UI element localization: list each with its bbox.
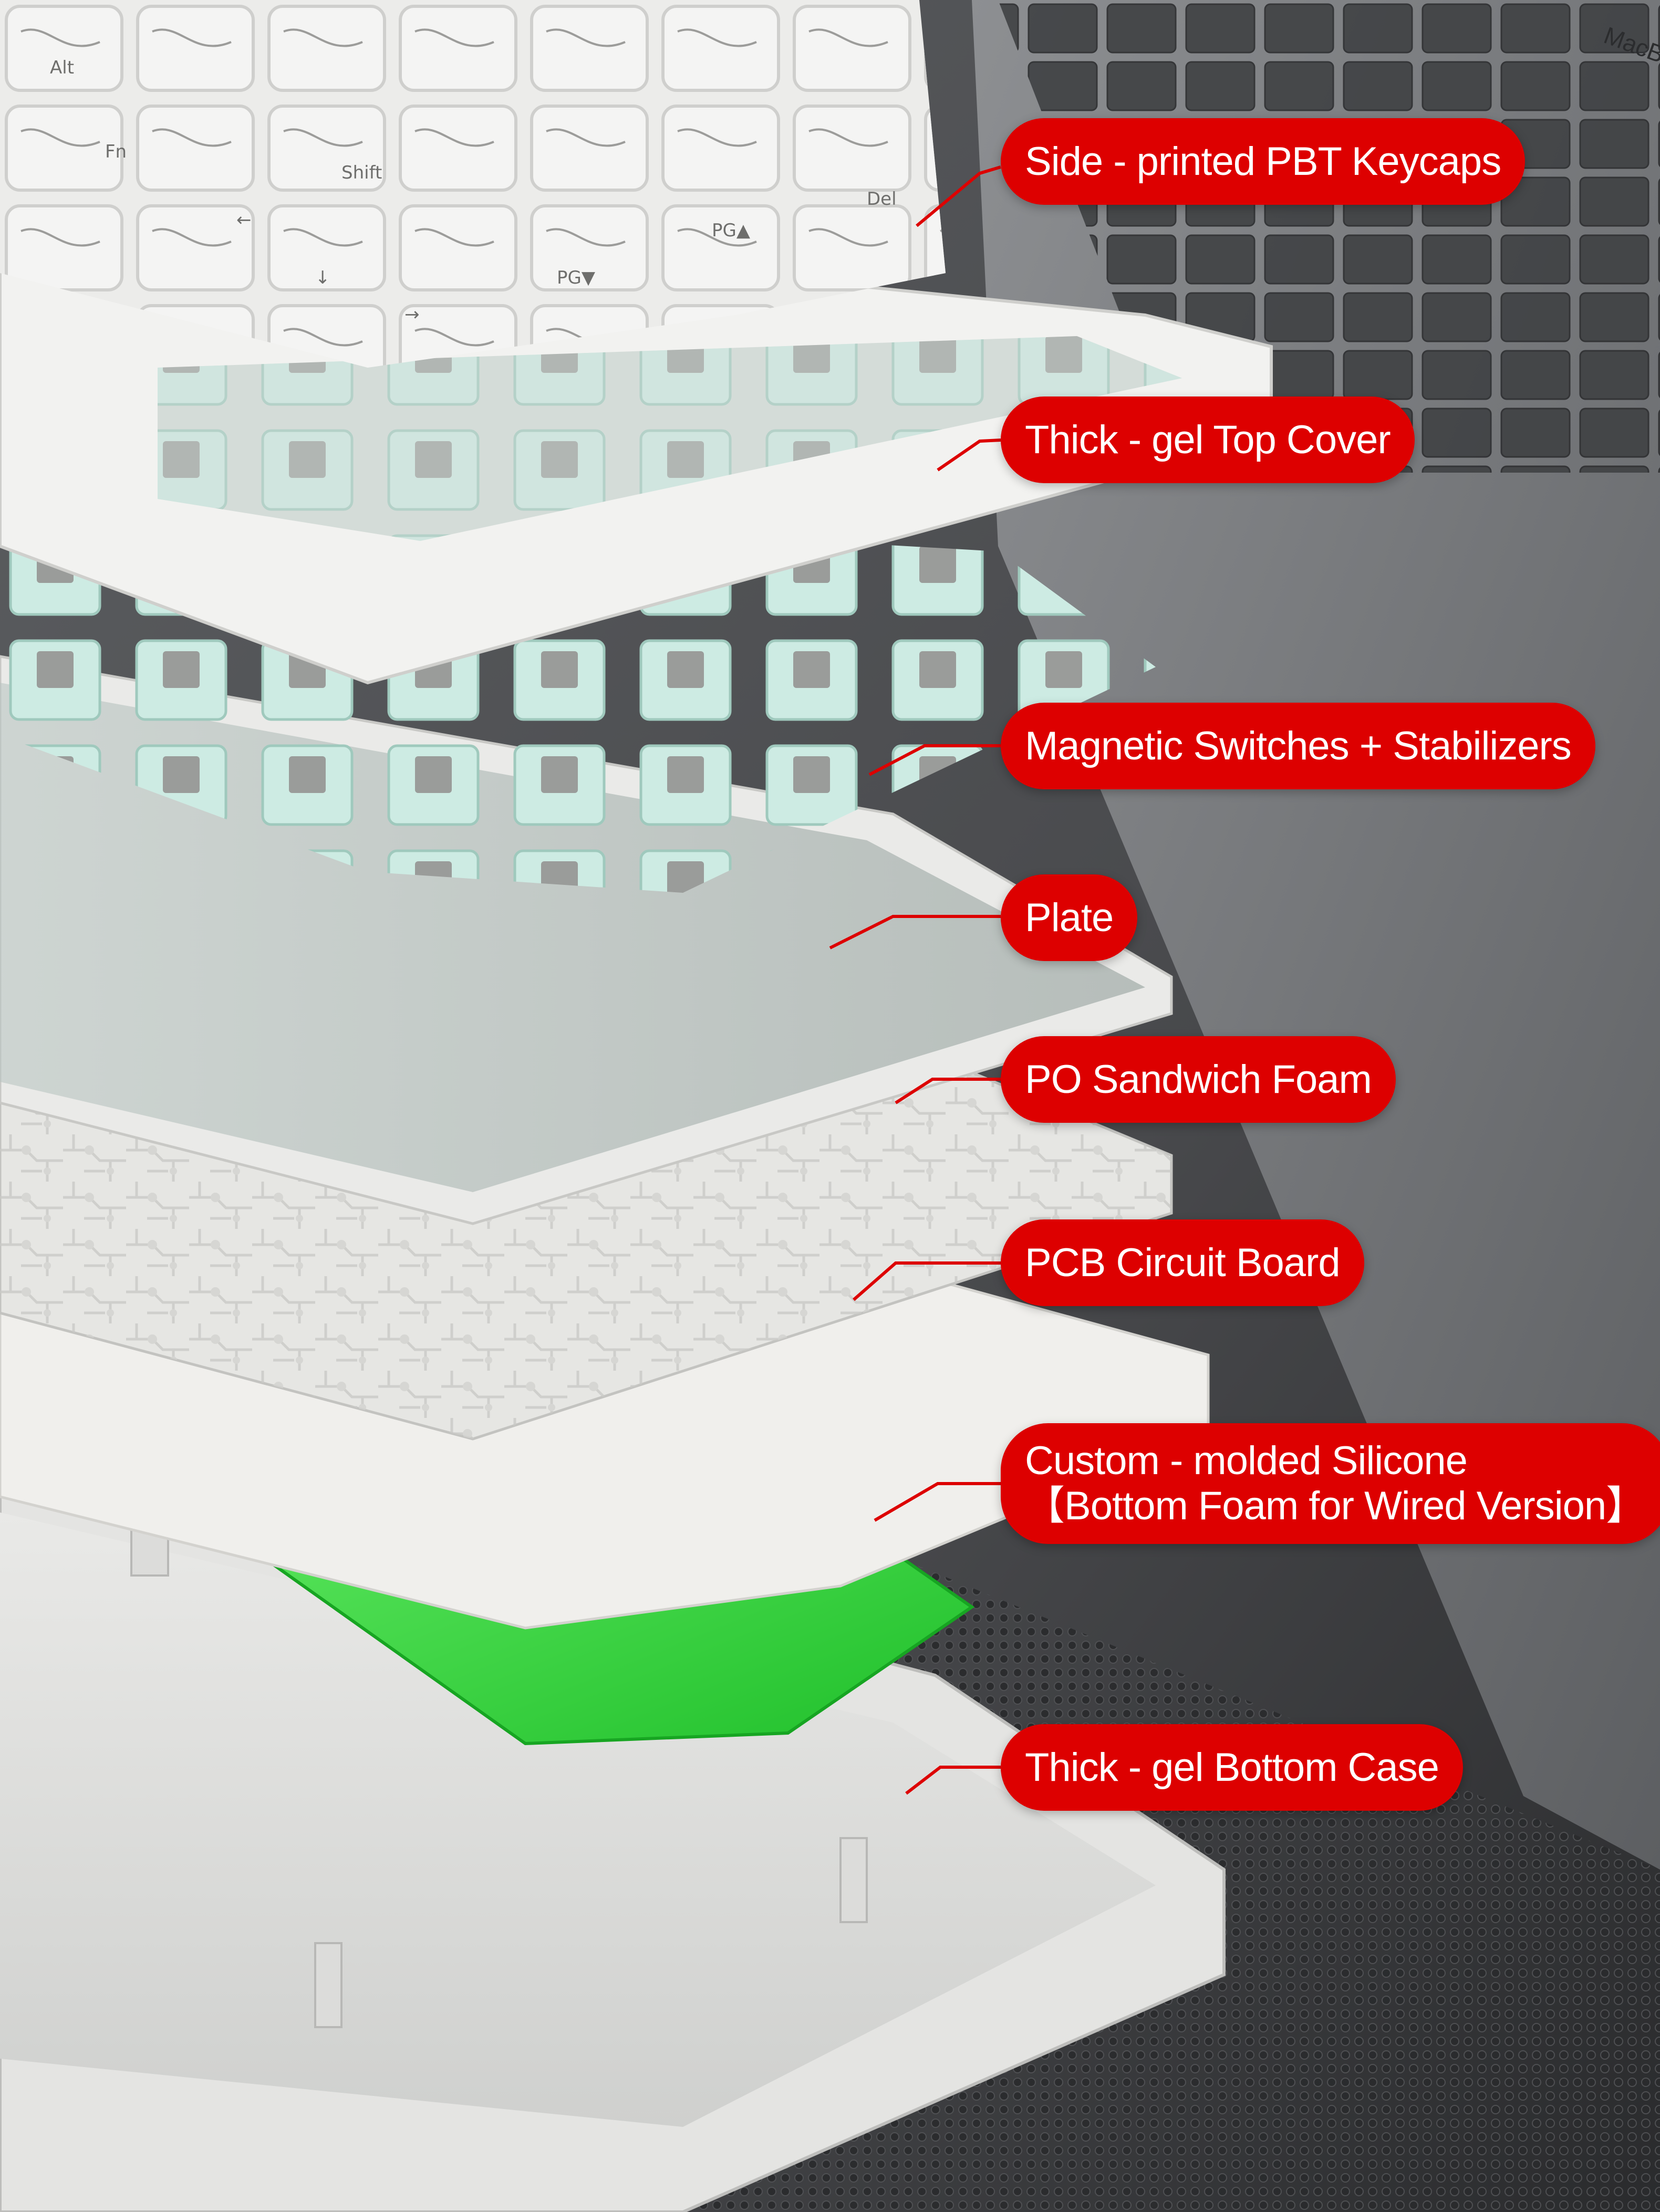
label-foam: PO Sandwich Foam [1001,1036,1396,1123]
keycap-legend: Fn [105,141,127,162]
label-silicone: Custom - molded Silicone 【Bottom Foam fo… [1001,1423,1660,1544]
keycap-layer [0,0,946,368]
label-plate: Plate [1001,874,1138,961]
label-silicone-line1: Custom - molded Silicone [1025,1438,1468,1483]
keycap-legend: → [404,304,420,325]
keycap-legends: Alt Fn Shift Del PG▲ PG▼ ← ↓ → [50,57,897,325]
label-pcb-text: PCB Circuit Board [1025,1240,1341,1285]
label-switches-text: Magnetic Switches + Stabilizers [1025,723,1572,768]
label-silicone-line2: 【Bottom Foam for Wired Version】 [1025,1484,1646,1528]
keycap-legend: ↓ [315,267,330,288]
bottom-case [0,1426,1226,2212]
keycap-legend: Alt [50,57,74,78]
keycap-legend: Shift [341,162,382,183]
label-switches: Magnetic Switches + Stabilizers [1001,703,1595,789]
label-foam-text: PO Sandwich Foam [1025,1057,1372,1102]
keycap-legend: Del [867,189,897,210]
label-keycaps-text: Side - printed PBT Keycaps [1025,139,1501,184]
label-pcb: PCB Circuit Board [1001,1219,1364,1306]
keycap-legend: PG▼ [557,267,596,288]
leader-lines [829,165,1001,1795]
label-bottom-case-text: Thick - gel Bottom Case [1025,1745,1439,1790]
label-bottom-case: Thick - gel Bottom Case [1001,1724,1463,1811]
label-top-cover-text: Thick - gel Top Cover [1025,417,1391,462]
keycap-legend: ← [236,210,252,231]
keycap-legend: PG▲ [712,220,751,241]
label-top-cover: Thick - gel Top Cover [1001,397,1415,483]
label-keycaps: Side - printed PBT Keycaps [1001,118,1526,205]
label-plate-text: Plate [1025,895,1114,940]
